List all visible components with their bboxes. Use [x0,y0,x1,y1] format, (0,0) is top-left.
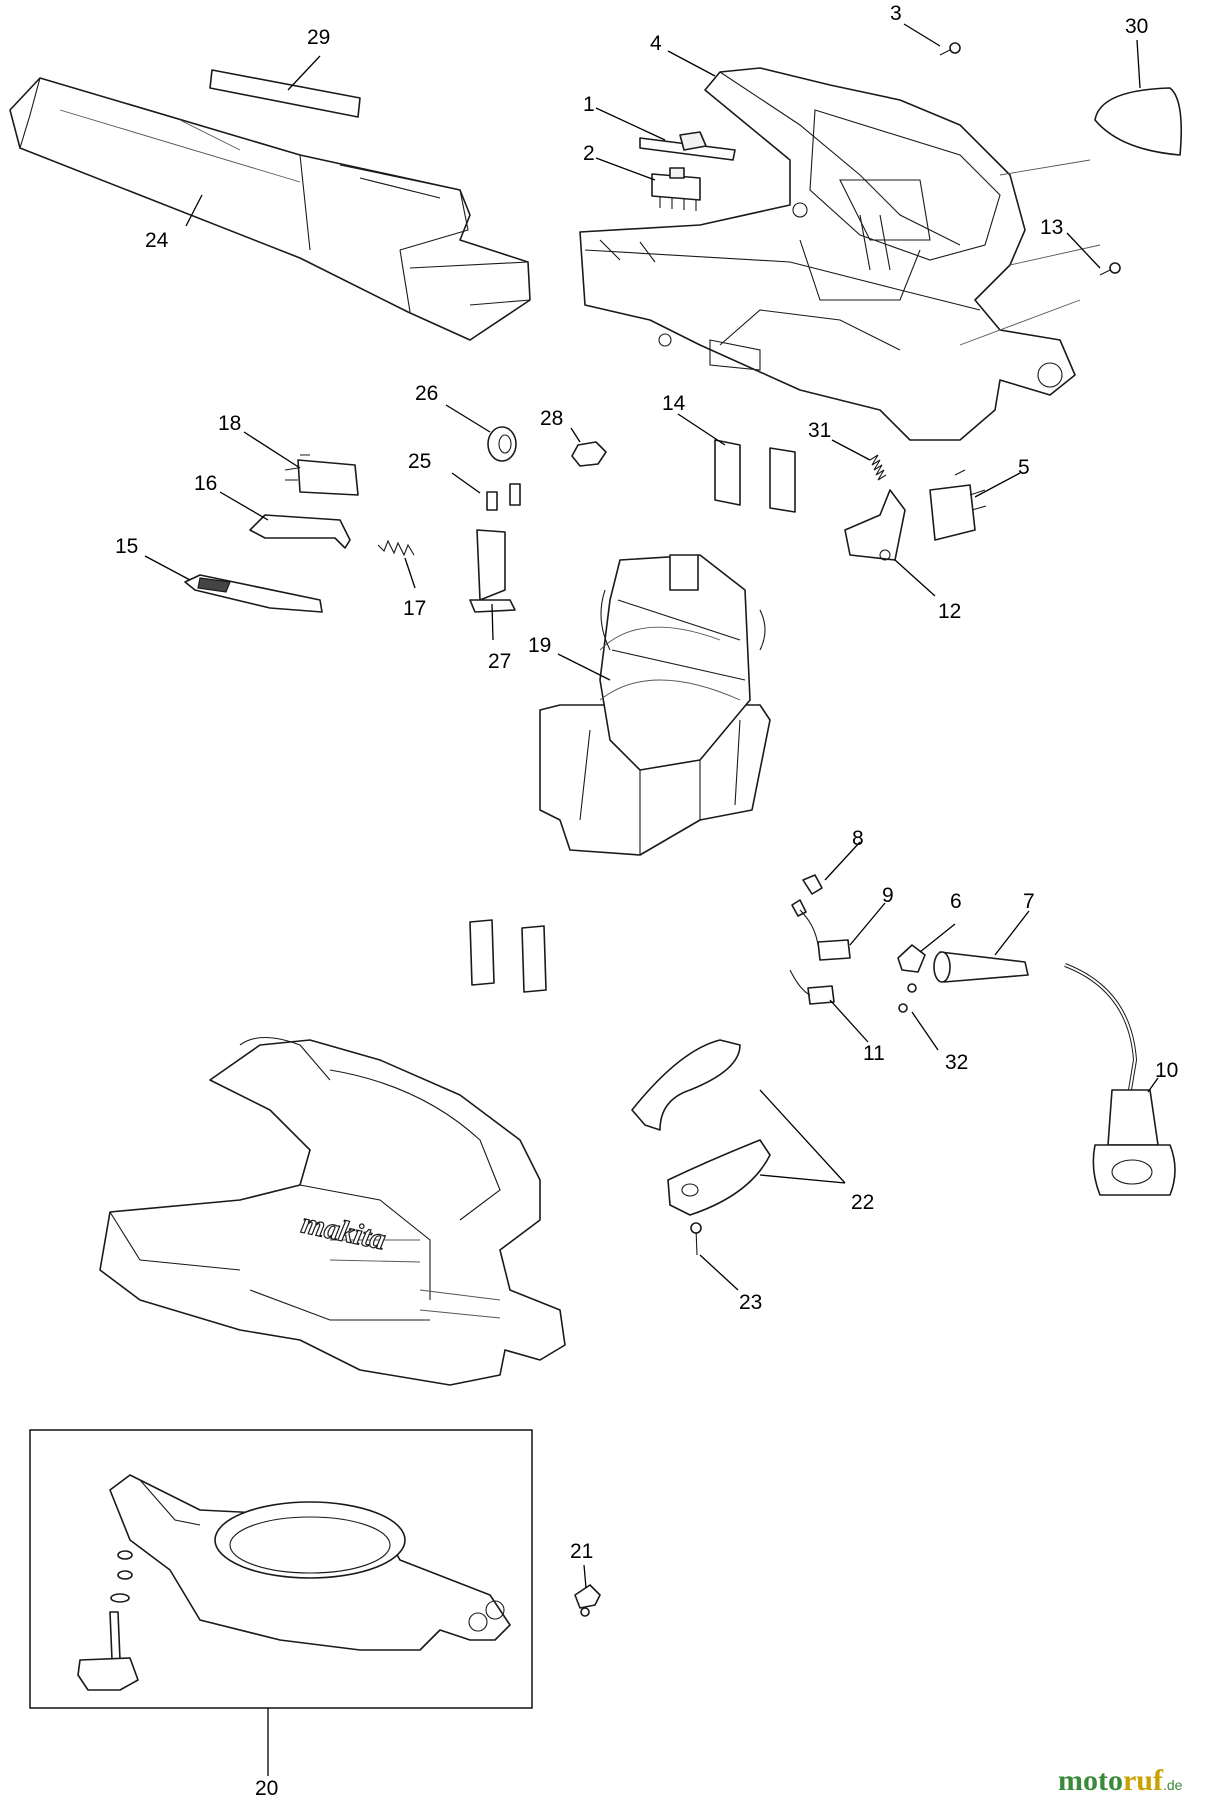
screw-13-part [1099,262,1121,276]
callout-9: 9 [882,884,894,907]
handle-cover-part [631,1039,771,1216]
slide-switch-part [651,167,701,211]
housing-half-part [579,67,1101,441]
brush-holder-plates-part [714,439,796,513]
brush-cap-part [802,874,823,895]
housing-half-lower-part: makita [99,1037,566,1386]
bracket-part [844,489,906,561]
spring-17-part [377,539,415,557]
trigger-part [184,574,323,613]
switch-lever-part [639,131,736,161]
callout-10: 10 [1155,1059,1178,1082]
clip-21-part [574,1584,601,1617]
callout-11: 11 [863,1042,885,1065]
brush-holder-plates-lower-part [469,919,547,993]
callout-4: 4 [650,32,662,55]
bag-adapter-part [109,1474,511,1651]
watermark-part1: moto [1058,1764,1123,1797]
callout-26: 26 [415,382,438,405]
leader-lines [144,23,1159,1776]
watermark-part2: ruf [1123,1764,1164,1797]
bearing-part [487,426,517,462]
callout-14: 14 [662,392,686,415]
callout-15: 15 [115,535,138,558]
callout-27: 27 [488,650,511,673]
motor-fan-assembly-part [539,554,771,856]
callout-5: 5 [1018,456,1030,479]
callout-20: 20 [255,1777,278,1800]
screw-23-part [690,1222,702,1256]
callout-8: 8 [852,827,864,850]
adjust-knob-part [77,1550,139,1691]
callout-32: 32 [945,1051,968,1074]
pins-part [486,483,521,511]
watermark-part3: .de [1163,1777,1183,1793]
callout-13: 13 [1040,216,1063,239]
callout-18: 18 [218,412,241,435]
callout-22: 22 [851,1191,874,1214]
callout-23: 23 [739,1291,762,1314]
inset-box [29,1429,533,1709]
lever-part [249,514,351,549]
callout-21: 21 [570,1540,593,1563]
end-cover-part [1094,87,1183,156]
callout-28: 28 [540,407,563,430]
watermark: motoruf.de [1058,1764,1183,1797]
callout-24: 24 [145,229,169,252]
spring-31-part [869,454,887,481]
nozzle-tube-part [9,77,531,341]
callout-1: 1 [583,93,595,116]
micro-switch-part [929,469,987,541]
screws-32-part [898,983,917,1013]
power-cord-part [1064,963,1176,1196]
callout-17: 17 [403,597,426,620]
cord-guard-part [933,951,1029,983]
callout-31: 31 [808,419,831,442]
terminal-bracket-part [469,529,516,613]
callout-3: 3 [890,2,902,25]
carbon-brush-9-part [791,899,851,961]
callout-7: 7 [1023,890,1035,913]
callout-6: 6 [950,890,962,913]
callout-29: 29 [307,26,330,49]
callout-30: 30 [1125,15,1148,38]
screw-3-part [939,42,961,56]
carbon-brush-11-part [789,969,835,1005]
switch-18-part [284,454,359,496]
callout-2: 2 [583,142,595,165]
callout-labels: 1 2 3 4 5 6 7 8 9 10 11 12 13 14 15 16 1… [115,2,1178,1800]
nut-part [571,441,607,467]
callout-25: 25 [408,450,431,473]
cord-guard-clip-part [897,944,926,973]
callout-12: 12 [938,600,961,623]
callout-19: 19 [528,634,551,657]
svg-text:motoruf.de: motoruf.de [1058,1764,1183,1797]
label-strip-part [209,69,361,118]
callout-16: 16 [194,472,217,495]
